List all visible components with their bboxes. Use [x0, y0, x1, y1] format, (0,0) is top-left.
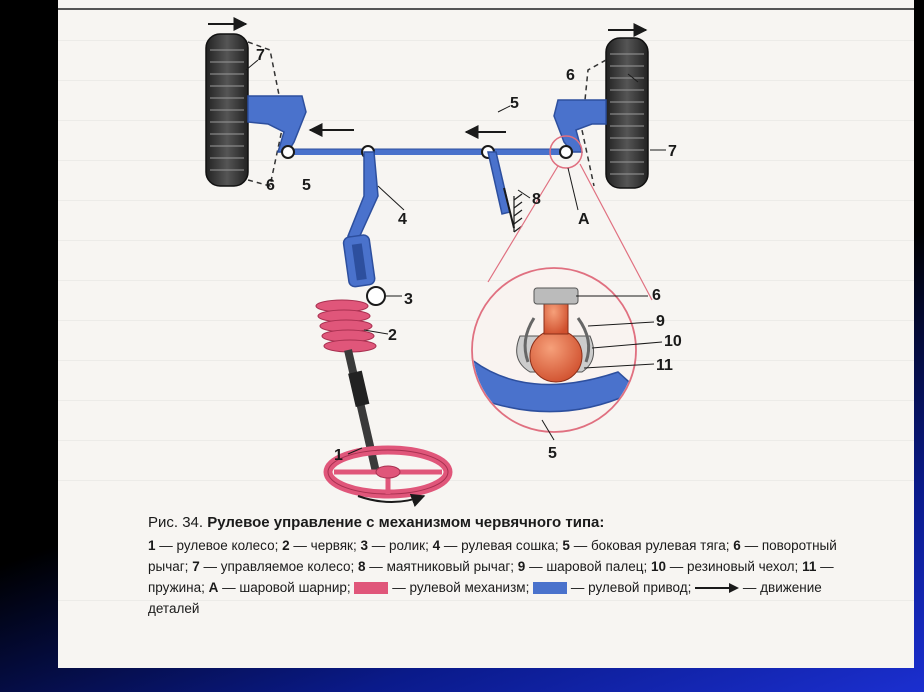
left-knuckle-arm — [247, 95, 307, 153]
roller — [366, 286, 386, 306]
idler-arm — [487, 151, 511, 215]
label-5-middle: 5 — [510, 95, 519, 112]
caption-title: Рулевое управление с механизмом червячно… — [207, 514, 605, 531]
key-drive: рулевой привод; — [588, 580, 692, 595]
label-6-right: 6 — [566, 67, 575, 84]
label-11: 11 — [656, 357, 673, 374]
ball-joint-callout-circle — [549, 135, 583, 169]
label-6-inset: 6 — [652, 287, 661, 304]
mechanism-swatch — [354, 582, 389, 595]
label-1: 1 — [334, 447, 343, 464]
label-7-left: 7 — [256, 47, 265, 64]
worm-gear — [315, 299, 377, 353]
key-mechanism: рулевой механизм; — [409, 580, 530, 595]
movement-arrow-icon — [695, 583, 740, 594]
right-knuckle-arm — [553, 99, 607, 153]
right-wheel — [581, 23, 649, 189]
pitman-arm — [347, 151, 379, 241]
label-8: 8 — [532, 191, 541, 208]
label-3: 3 — [404, 291, 413, 308]
caption-prefix: Рис. 34. — [148, 514, 204, 531]
label-9: 9 — [656, 313, 665, 330]
label-4: 4 — [398, 211, 407, 228]
top-rule — [58, 8, 914, 10]
label-6-left: 6 — [266, 177, 275, 194]
drive-swatch — [533, 582, 568, 595]
label-10: 10 — [664, 333, 682, 350]
label-2: 2 — [388, 327, 397, 344]
key-movement: движение деталей — [148, 580, 822, 616]
ball-joint-inset — [471, 267, 663, 441]
label-A: A — [578, 211, 590, 228]
label-5-inset: 5 — [548, 445, 557, 462]
caption-legend: 1 — рулевое колесо; 2 — червяк; 3 — роли… — [148, 538, 837, 616]
idler-mount — [513, 193, 523, 233]
label-7-right: 7 — [668, 143, 677, 160]
textbook-page: 7 6 5 4 3 2 1 5 8 A 6 7 6 9 10 11 5 Рис.… — [58, 0, 914, 668]
steering-diagram: 7 6 5 4 3 2 1 5 8 A 6 7 6 9 10 11 5 — [205, 17, 682, 507]
steering-wheel — [323, 445, 453, 507]
figure-caption: Рис. 34. Рулевое управление с механизмом… — [148, 512, 868, 619]
label-5-left: 5 — [302, 177, 311, 194]
